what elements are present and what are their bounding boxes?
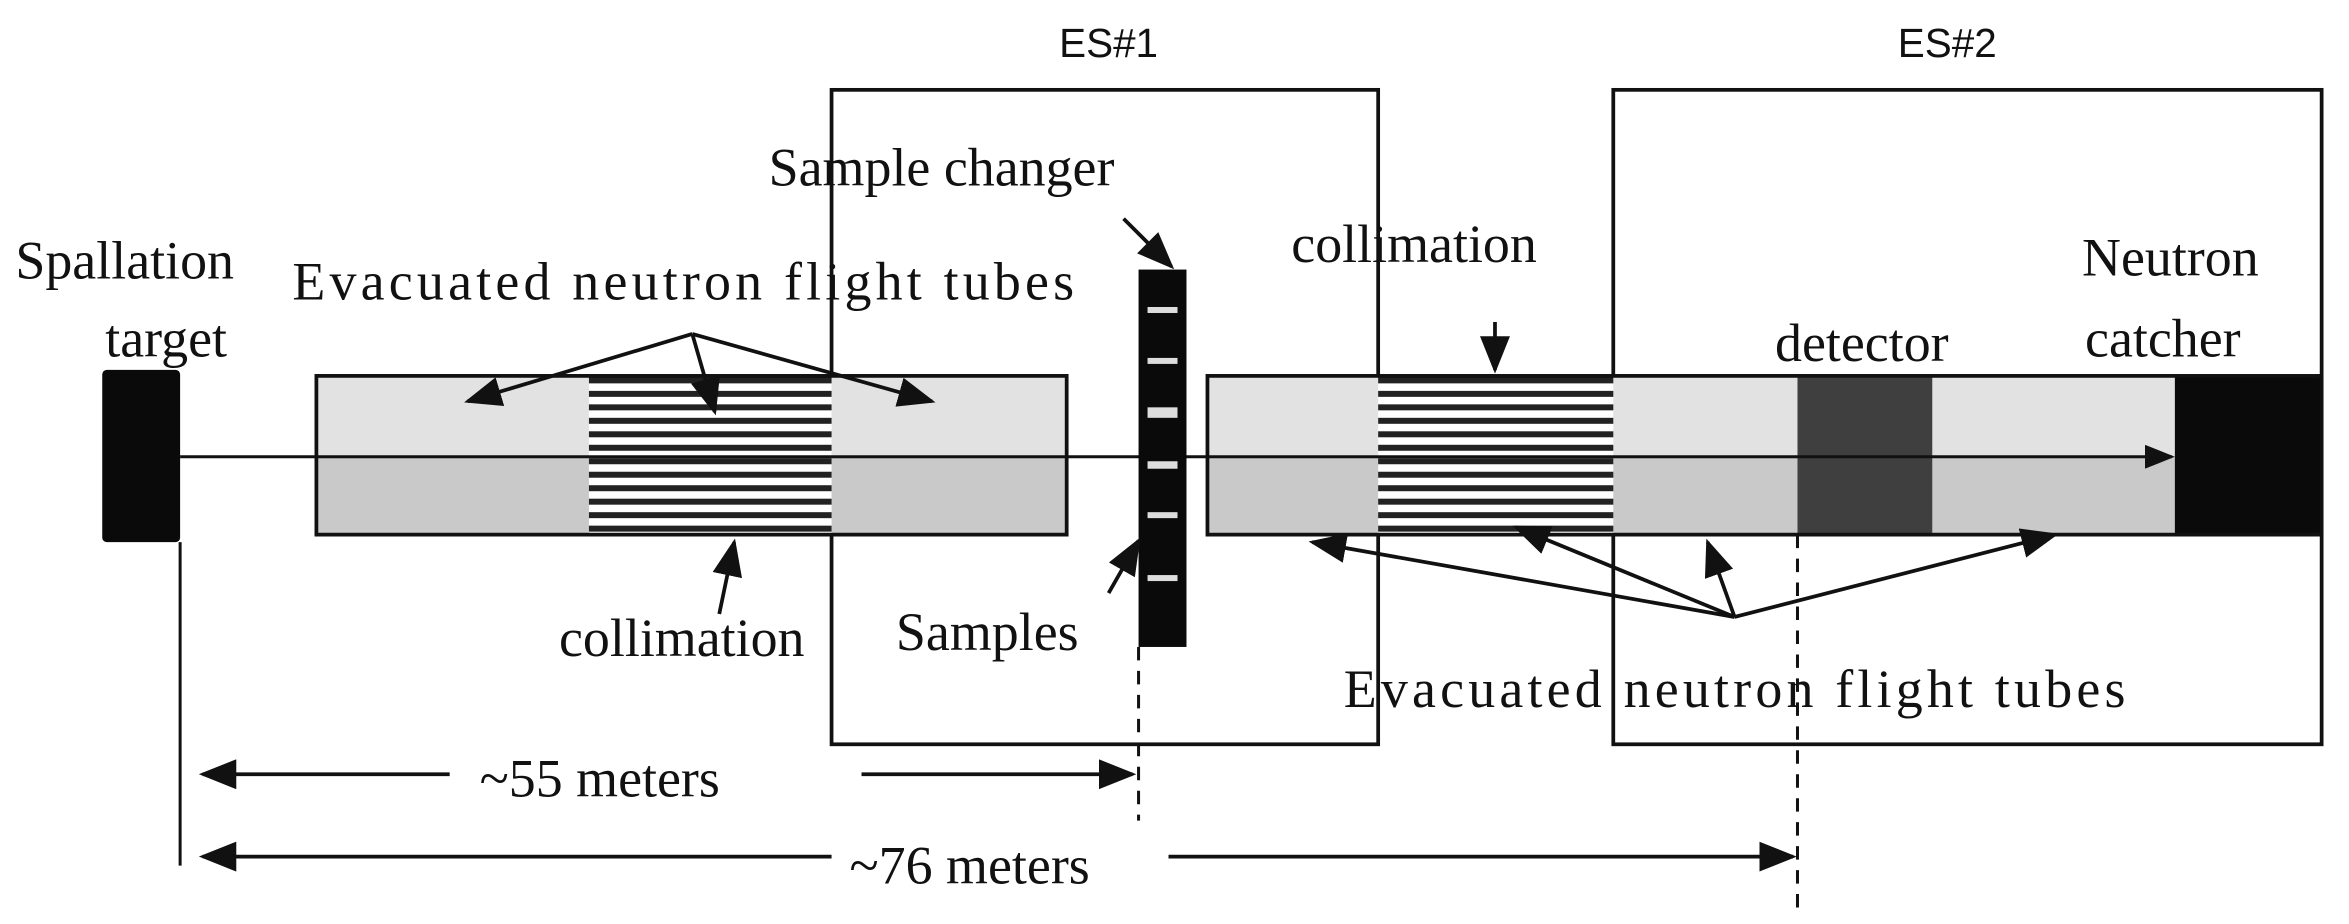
spallation-label: Spallation (15, 231, 234, 291)
tubes-bottom-label: Evacuated neutron flight tubes (1344, 659, 2126, 719)
sample-changer-label: Sample changer (769, 138, 1115, 198)
es1-label: ES#1 (1059, 20, 1158, 66)
neutron-catcher-block (2174, 375, 2322, 535)
distance-55-label: ~55 meters (480, 749, 720, 809)
target-label: target (105, 308, 227, 368)
distance-55: ~55 meters (198, 749, 1137, 809)
sample-changer (1138, 269, 1187, 647)
collimation-bottom-label: collimation (559, 608, 805, 668)
collimation-top-label: collimation (1291, 214, 1537, 274)
spallation-target (102, 369, 181, 543)
pointer-arrows (464, 217, 2059, 619)
catcher-label: catcher (2085, 308, 2241, 368)
distance-76-label: ~76 meters (850, 836, 1090, 896)
es2-label: ES#2 (1898, 20, 1997, 66)
detector-label: detector (1775, 313, 1949, 373)
samples-label: Samples (896, 602, 1079, 662)
neutron-label: Neutron (2082, 228, 2259, 288)
distance-76: ~76 meters (198, 836, 1797, 896)
tubes-top-label: Evacuated neutron flight tubes (292, 252, 1074, 312)
